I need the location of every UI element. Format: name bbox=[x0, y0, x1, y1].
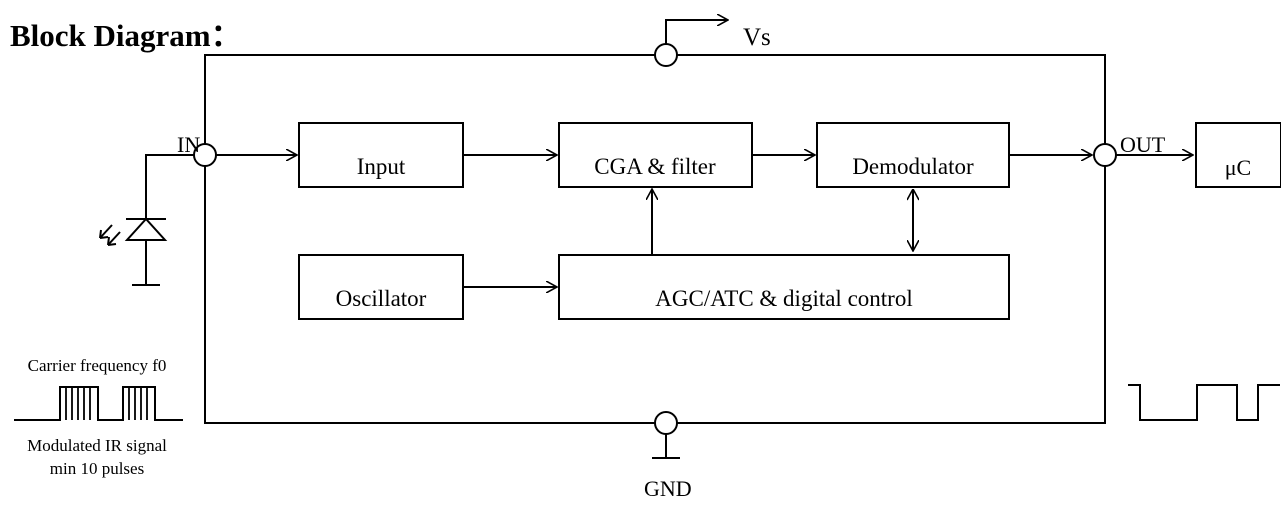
light-ray-1 bbox=[99, 224, 113, 239]
modulated-signal-label: Modulated IR signal bbox=[27, 436, 167, 455]
agc-block bbox=[558, 254, 1010, 320]
output-waveform bbox=[1128, 384, 1280, 421]
demodulator-block-label: Demodulator bbox=[852, 154, 974, 179]
gnd-pin-lead bbox=[652, 434, 680, 459]
in-pin-label: IN bbox=[177, 132, 200, 157]
chip-outline bbox=[204, 54, 1106, 424]
gnd-pin-label: GND bbox=[644, 476, 692, 501]
light-ray-2 bbox=[107, 231, 121, 246]
light-ray-head-2 bbox=[107, 236, 117, 246]
input-block-label: Input bbox=[357, 154, 406, 179]
out-pin-circle bbox=[1093, 143, 1117, 167]
photodiode-wire bbox=[132, 154, 194, 286]
oscillator-block-label: Oscillator bbox=[336, 286, 427, 311]
vs-pin-lead bbox=[665, 20, 728, 44]
gnd-pin-circle bbox=[654, 411, 678, 435]
uc-block bbox=[1195, 122, 1281, 188]
agc-block-label: AGC/ATC & digital control bbox=[655, 286, 912, 311]
vs-pin-label: Vs bbox=[743, 24, 771, 51]
diagram-title: Block Diagram： bbox=[10, 18, 242, 53]
ir-carrier-lines bbox=[65, 387, 148, 420]
out-pin-label: OUT bbox=[1120, 132, 1166, 157]
light-ray-head-1 bbox=[99, 229, 109, 239]
min-pulses-label: min 10 pulses bbox=[50, 459, 144, 478]
ir-signal-waveform bbox=[14, 386, 183, 421]
carrier-frequency-label: Carrier frequency f0 bbox=[28, 356, 167, 375]
cga-block-label: CGA & filter bbox=[594, 154, 716, 179]
photodiode-triangle bbox=[124, 217, 168, 241]
uc-block-label: μC bbox=[1225, 155, 1251, 180]
vs-pin-circle bbox=[654, 43, 678, 67]
